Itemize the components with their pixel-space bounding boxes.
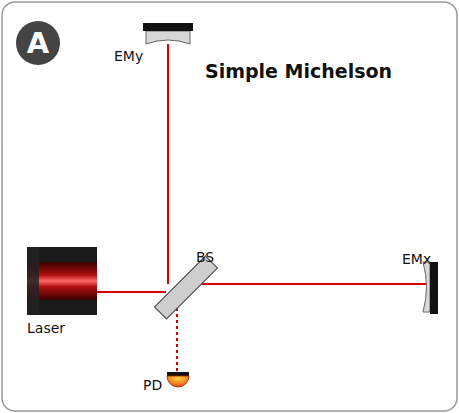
laser-body	[27, 247, 97, 315]
mirror-y-surface	[146, 31, 190, 44]
photodetector	[167, 376, 189, 387]
panel-badge: A	[16, 21, 60, 65]
beam-splitter	[155, 256, 218, 319]
beam-laser	[97, 291, 166, 293]
laser-end	[27, 247, 39, 315]
beam-x	[178, 283, 428, 285]
component-label: EMx	[402, 251, 431, 267]
beam-y	[167, 44, 169, 284]
component-label: BS	[196, 249, 214, 265]
pd-plate	[167, 372, 189, 376]
component-label: Laser	[27, 320, 65, 336]
mirror-y	[143, 23, 193, 31]
component-label: PD	[143, 377, 162, 393]
diagram-title: Simple Michelson	[205, 60, 392, 82]
mirror-x	[430, 262, 438, 314]
component-label: EMy	[114, 48, 143, 64]
beam-output	[176, 302, 178, 372]
mirror-x-surface	[423, 262, 430, 312]
badge-letter: A	[27, 29, 49, 58]
